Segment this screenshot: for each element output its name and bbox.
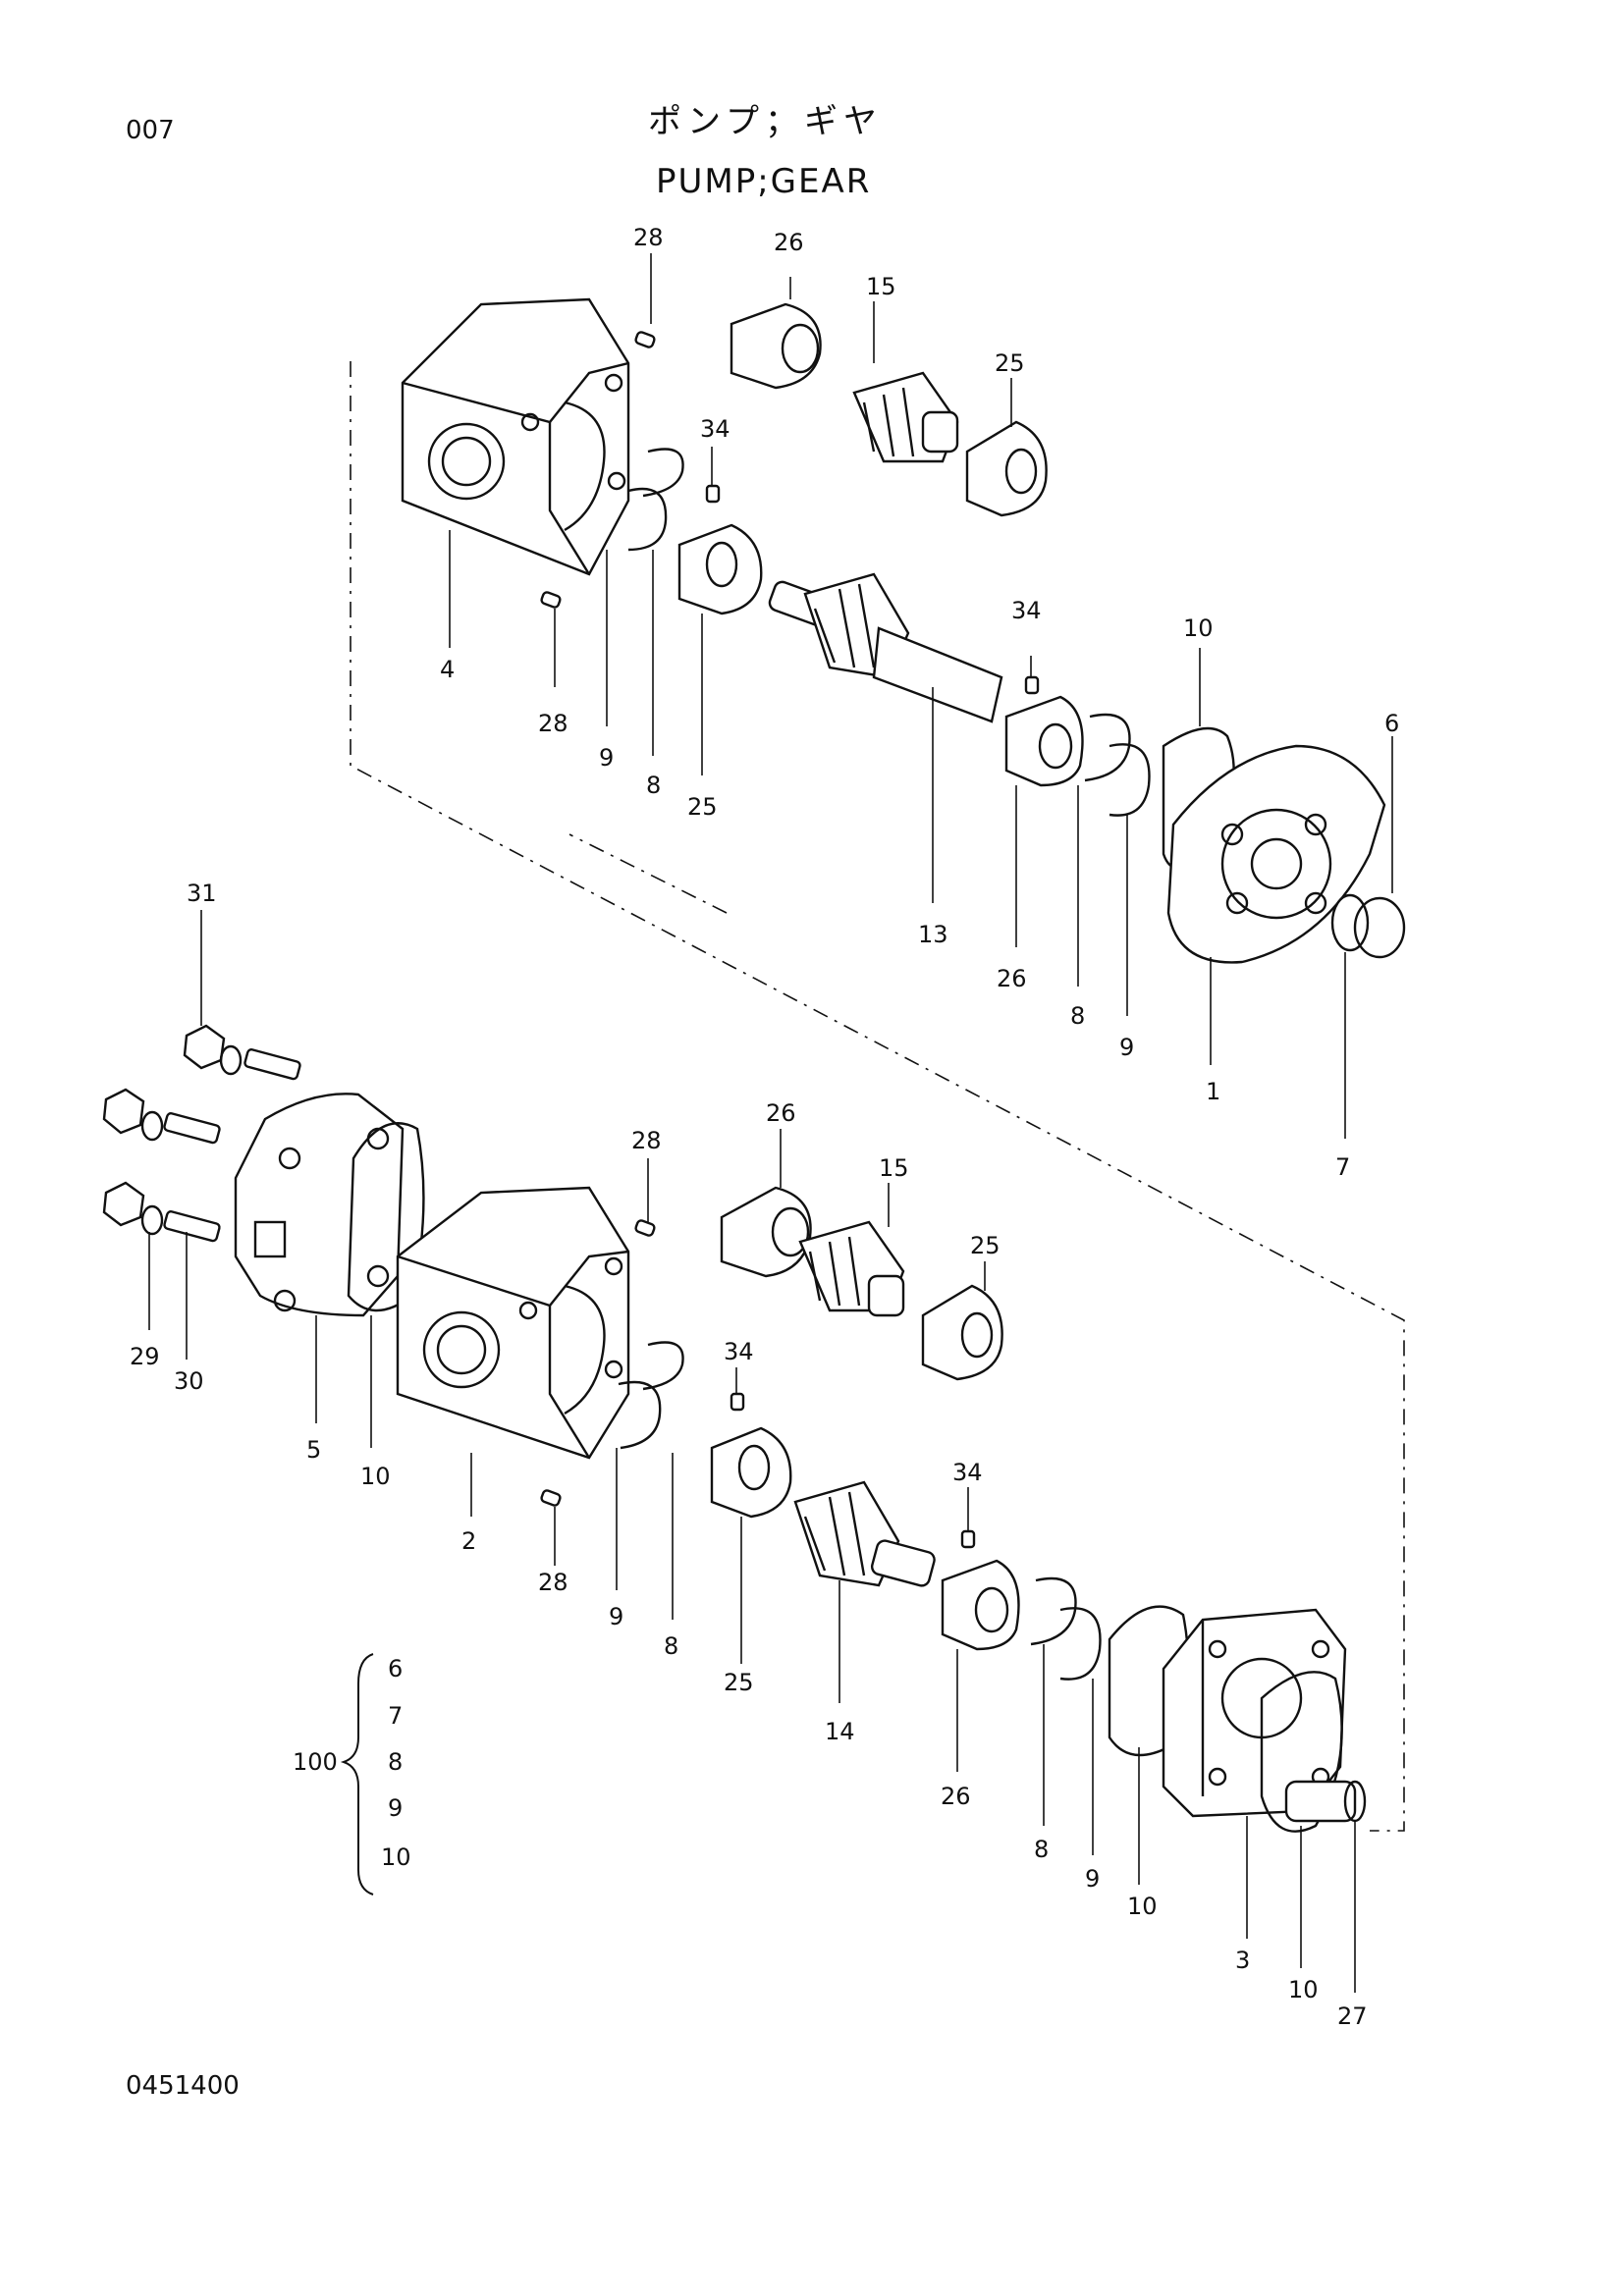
kit-number: 100 [293, 1748, 338, 1776]
callout-10: 10 [360, 1463, 391, 1490]
bushing-part-26 [720, 1186, 812, 1278]
callout-28: 28 [633, 224, 664, 251]
callout-28: 28 [538, 710, 568, 737]
callout-8: 8 [646, 772, 661, 799]
assembly-centerline [350, 361, 1405, 1832]
callout-15: 15 [879, 1154, 909, 1182]
callout-34: 34 [700, 415, 730, 443]
callout-29: 29 [130, 1343, 160, 1370]
callout-28: 28 [631, 1127, 662, 1154]
upper-assembly: 28 26 15 25 34 4 28 9 8 25 34 10 6 13 26… [350, 224, 1406, 1832]
dowel-pin-part-28 [540, 591, 562, 609]
bushing-part-26 [730, 302, 822, 390]
dowel-pin-part-28 [540, 1489, 562, 1507]
callout-25: 25 [724, 1669, 754, 1696]
driven-gear-part-15 [798, 1220, 905, 1317]
callout-9: 9 [599, 744, 614, 772]
callout-25: 25 [970, 1232, 1001, 1259]
callout-27: 27 [1337, 2002, 1368, 2030]
key-part-34 [960, 1529, 976, 1549]
callout-31: 31 [187, 880, 217, 907]
gear-housing-part-4 [401, 297, 630, 576]
gear-housing-part-2 [396, 1186, 630, 1460]
callout-14: 14 [825, 1718, 855, 1745]
kit-item: 9 [388, 1794, 403, 1822]
bushing-part-26 [1004, 695, 1084, 787]
callout-34: 34 [952, 1459, 983, 1486]
callout-7: 7 [1335, 1153, 1350, 1181]
callout-8: 8 [1034, 1836, 1049, 1863]
rear-cover-part-5 [234, 1093, 405, 1317]
callout-2: 2 [461, 1527, 476, 1555]
seal-part-8 [642, 448, 684, 498]
kit-item: 6 [388, 1655, 403, 1682]
seal-part-9 [1059, 1607, 1102, 1681]
callout-28: 28 [538, 1569, 568, 1596]
lower-assembly: 31 28 26 15 25 34 29 30 5 10 2 28 9 8 25… [102, 880, 1368, 2030]
callout-25: 25 [687, 793, 718, 821]
callout-10: 10 [1288, 1976, 1319, 2003]
callout-8: 8 [664, 1632, 678, 1660]
front-cover-part-3 [1162, 1608, 1347, 1818]
shaft-end-part-27 [1284, 1780, 1367, 1823]
callout-9: 9 [609, 1603, 623, 1630]
kit-item: 10 [381, 1843, 411, 1871]
key-part-34 [1024, 675, 1040, 695]
bushing-part-25 [965, 420, 1048, 517]
gear-shaft-part-14 [793, 1480, 936, 1587]
bushing-part-25 [677, 523, 763, 615]
key-part-34 [705, 484, 721, 504]
callout-3: 3 [1235, 1947, 1250, 1974]
callout-34: 34 [724, 1338, 754, 1365]
oil-seal-part-6 [1330, 893, 1370, 952]
kit-brace [340, 1653, 374, 1896]
key-part-34 [730, 1392, 745, 1412]
kit-100-group: 100 6 7 8 9 10 [293, 1653, 411, 1896]
seal-part-8 [1030, 1576, 1077, 1646]
bushing-part-26 [941, 1559, 1020, 1651]
callout-25: 25 [995, 349, 1025, 377]
callout-13: 13 [918, 921, 948, 948]
callout-26: 26 [997, 965, 1027, 992]
title-japanese: ポンプ；ギヤ [648, 102, 883, 141]
callout-10: 10 [1127, 1893, 1158, 1920]
callout-30: 30 [174, 1367, 204, 1395]
seal-part-9 [618, 1380, 662, 1450]
nut-washer-stud-set [102, 1024, 301, 1243]
callout-5: 5 [306, 1436, 321, 1464]
callout-6: 6 [1384, 710, 1399, 737]
bushing-part-25 [921, 1284, 1003, 1381]
assembly-centerline-link [568, 833, 728, 914]
callout-26: 26 [774, 229, 804, 256]
front-cover-part-1 [1166, 744, 1386, 964]
seal-part-9 [627, 487, 668, 552]
snap-ring-part-7 [1353, 896, 1406, 959]
callout-8: 8 [1070, 1002, 1085, 1030]
page-code: 007 [126, 116, 175, 145]
callout-9: 9 [1085, 1865, 1100, 1893]
dowel-pin-part-28 [634, 1219, 656, 1237]
callout-9: 9 [1119, 1034, 1134, 1061]
seal-part-9 [1109, 743, 1151, 817]
callout-26: 26 [941, 1783, 971, 1810]
dowel-pin-part-28 [634, 331, 656, 348]
callout-34: 34 [1011, 597, 1042, 624]
callout-15: 15 [866, 273, 896, 300]
seal-part-8 [642, 1341, 684, 1391]
drawing-number: 0451400 [126, 2071, 240, 2101]
seal-part-8 [1084, 713, 1131, 782]
callout-10: 10 [1183, 614, 1214, 642]
drive-gear-shaft-part-13 [768, 572, 1003, 723]
kit-item: 8 [388, 1748, 403, 1776]
callout-26: 26 [766, 1099, 796, 1127]
bushing-part-25 [710, 1426, 792, 1519]
callout-1: 1 [1206, 1078, 1220, 1105]
kit-item: 7 [388, 1702, 403, 1730]
o-ring-part-10 [347, 1122, 425, 1312]
callout-4: 4 [440, 656, 455, 683]
driven-gear-part-15 [852, 371, 959, 463]
title-english: PUMP;GEAR [656, 162, 872, 201]
o-ring-part-10 [1260, 1671, 1343, 1833]
